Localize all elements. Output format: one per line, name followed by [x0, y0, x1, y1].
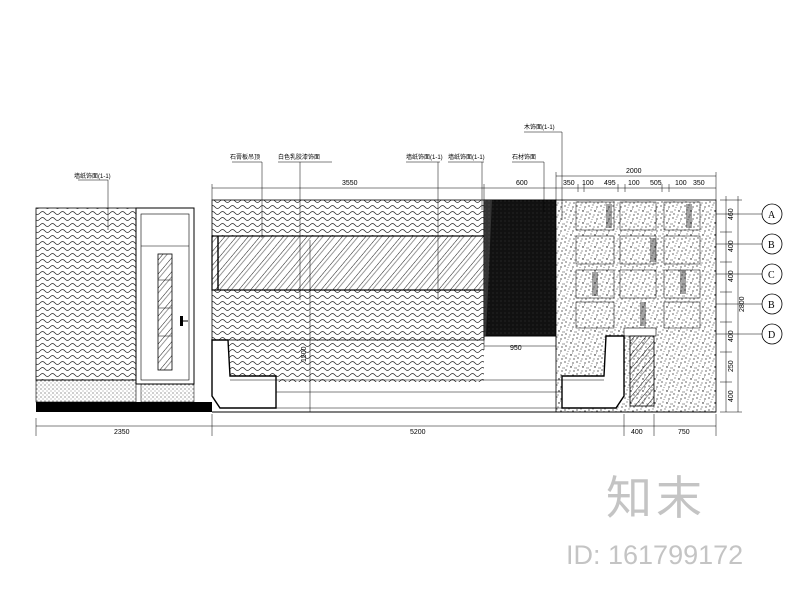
dim-right-400b: 400 [728, 270, 735, 282]
dim-top-600: 600 [516, 180, 528, 187]
axis-marker-circle-b1 [761, 233, 783, 255]
right-dimension-lines [716, 196, 762, 413]
dim-sub-505: 505 [650, 180, 662, 187]
callout-top-right: 木饰面(1-1) [524, 123, 555, 131]
dim-sub-495: 495 [604, 180, 616, 187]
door-handle-icon [180, 316, 183, 326]
dim-right-400c: 400 [728, 330, 735, 342]
dim-bot-400: 400 [631, 429, 643, 436]
dim-right-250: 250 [728, 360, 735, 372]
axis-marker-circle-c [761, 263, 783, 285]
callout-ceiling-b: 白色乳胶漆饰面 [278, 153, 320, 161]
axis-marker-b1: B [768, 240, 775, 251]
dim-right-2800: 2800 [739, 296, 746, 312]
watermark-id: ID: 161799172 [566, 540, 744, 570]
dim-mid-950: 950 [510, 345, 522, 352]
floor-lines [276, 379, 562, 409]
dim-right-460: 460 [728, 208, 735, 220]
axis-marker-circle-a [761, 203, 783, 225]
dim-sub-350b: 350 [693, 180, 705, 187]
dim-bot-5200: 5200 [410, 429, 426, 436]
callout-ceiling-a: 石膏板吊顶 [230, 153, 260, 161]
dim-bot-2350: 2350 [114, 429, 130, 436]
floor-slab [36, 402, 212, 412]
callout-panel-a: 墙纸饰面(1-1) [406, 153, 443, 161]
dim-top-2000: 2000 [626, 168, 642, 175]
axis-marker-c: C [768, 270, 775, 281]
dim-right-400a: 400 [728, 240, 735, 252]
bottom-dimension-lines [35, 414, 717, 436]
dim-mid-1500: 1500 [301, 346, 308, 362]
axis-marker-a: A [768, 210, 776, 221]
callout-stone-wall: 石材饰面 [512, 153, 536, 161]
door [135, 207, 195, 403]
axis-marker-circle-b2 [761, 293, 783, 315]
top-dimension-lines [211, 172, 717, 200]
mid-dimension-lines [309, 240, 557, 412]
callout-left-wall: 墙纸饰面(1-1) [74, 172, 111, 180]
dim-sub-100b: 100 [628, 180, 640, 187]
mirror-band [211, 235, 489, 291]
axis-marker-d: D [768, 330, 775, 341]
dim-top-3550: 3550 [342, 180, 358, 187]
central-wall [211, 199, 489, 382]
dim-sub-100a: 100 [582, 180, 594, 187]
dim-right-400d: 400 [728, 390, 735, 402]
callout-panel-b: 墙纸饰面(1-1) [448, 153, 485, 161]
dim-sub-350a: 350 [563, 180, 575, 187]
left-wall-panel [35, 207, 137, 403]
dim-sub-100c: 100 [675, 180, 687, 187]
watermark-logo: 知末 [606, 472, 706, 524]
axis-markers: A B C B D [761, 203, 783, 345]
axis-marker-circle-d [761, 323, 783, 345]
axis-marker-b2: B [768, 300, 775, 311]
dim-bot-750: 750 [678, 429, 690, 436]
dark-stone-column [483, 199, 557, 337]
